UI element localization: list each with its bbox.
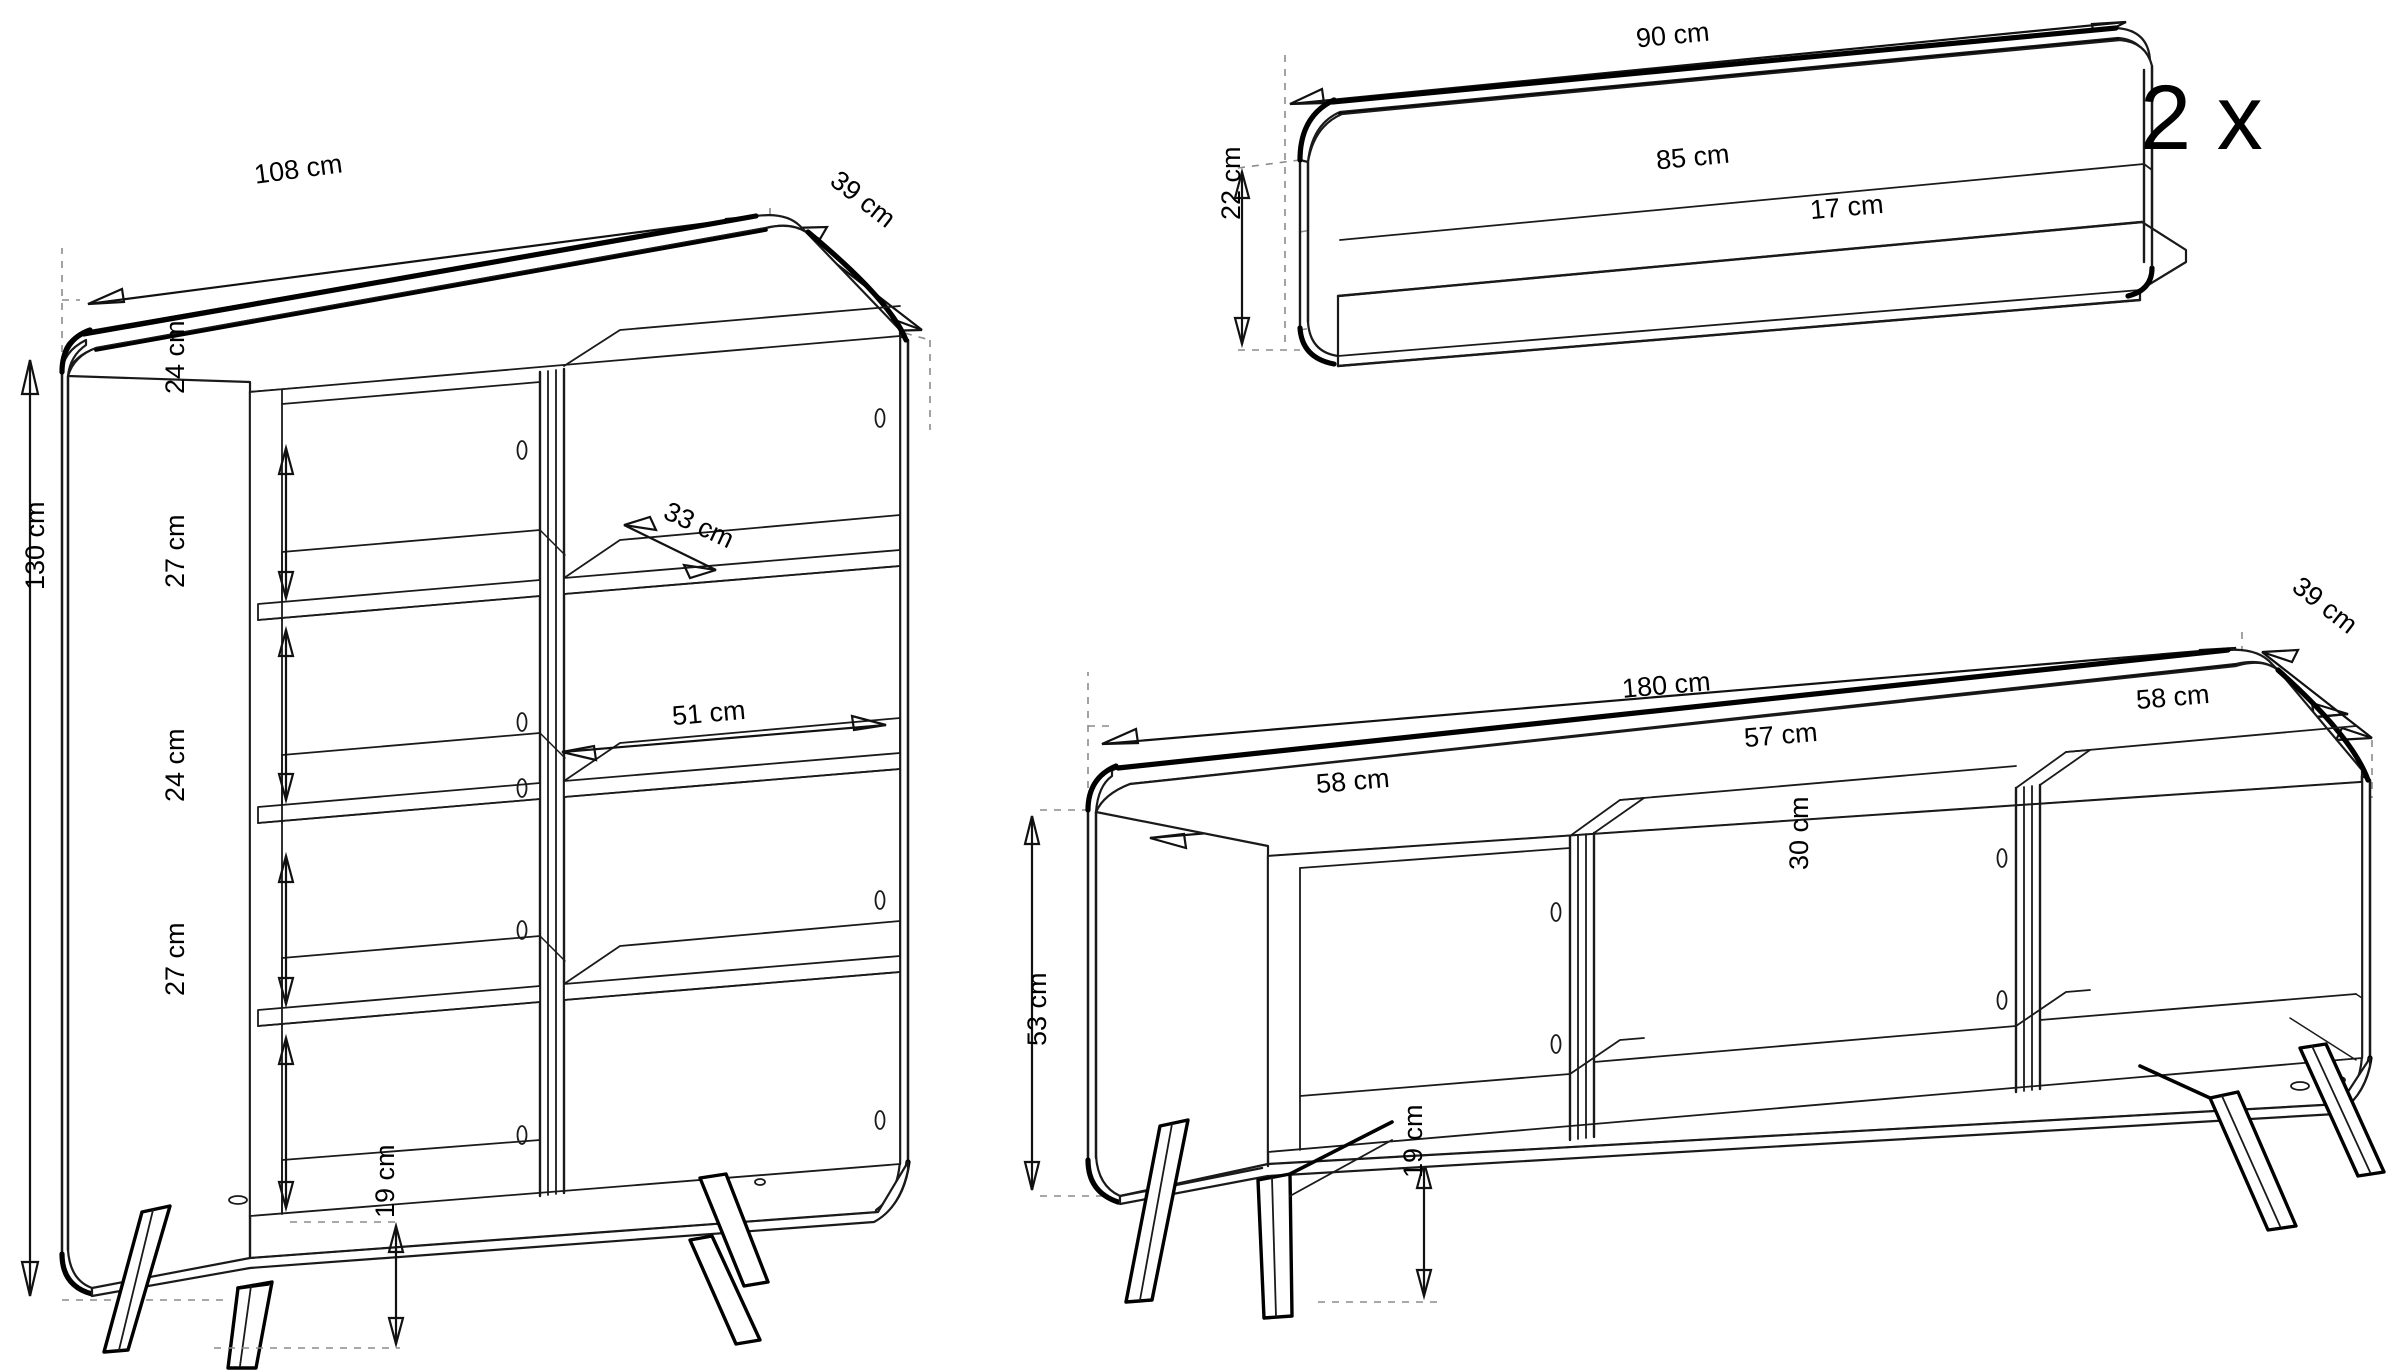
tv-leg-height-label: 19 cm bbox=[1398, 1104, 1428, 1178]
tv-stand-graphic bbox=[1023, 632, 2386, 1320]
cabinet-gap-3-label: 24 cm bbox=[160, 728, 190, 802]
cabinet-gap-2-label: 27 cm bbox=[160, 514, 190, 588]
shelf-width-label: 90 cm bbox=[1634, 16, 1711, 54]
tv-compartment-height-label: 30 cm bbox=[1784, 796, 1814, 870]
shelf-height-label: 22 cm bbox=[1216, 146, 1246, 220]
shelf-depth-label: 17 cm bbox=[1808, 188, 1885, 226]
cabinet-compartment-width-label: 51 cm bbox=[670, 694, 747, 732]
tv-compartment-left-label: 58 cm bbox=[1314, 762, 1391, 800]
shelf-inner-width-label: 85 cm bbox=[1654, 138, 1731, 176]
cabinet-leg-height-label: 19 cm bbox=[370, 1144, 400, 1218]
cabinet-gap-1-label: 24 cm bbox=[160, 320, 190, 394]
tv-compartment-right-label: 58 cm bbox=[2134, 678, 2211, 716]
shelf-quantity-label: 2 x bbox=[2140, 67, 2263, 169]
tv-compartment-mid-label: 57 cm bbox=[1742, 716, 1819, 754]
cabinet-gap-4-label: 27 cm bbox=[160, 922, 190, 996]
highboard-cabinet-graphic bbox=[20, 208, 931, 1370]
wall-shelf-graphic bbox=[1233, 20, 2188, 368]
cabinet-height-label: 130 cm bbox=[20, 501, 50, 590]
tv-height-label: 53 cm bbox=[1022, 972, 1052, 1046]
